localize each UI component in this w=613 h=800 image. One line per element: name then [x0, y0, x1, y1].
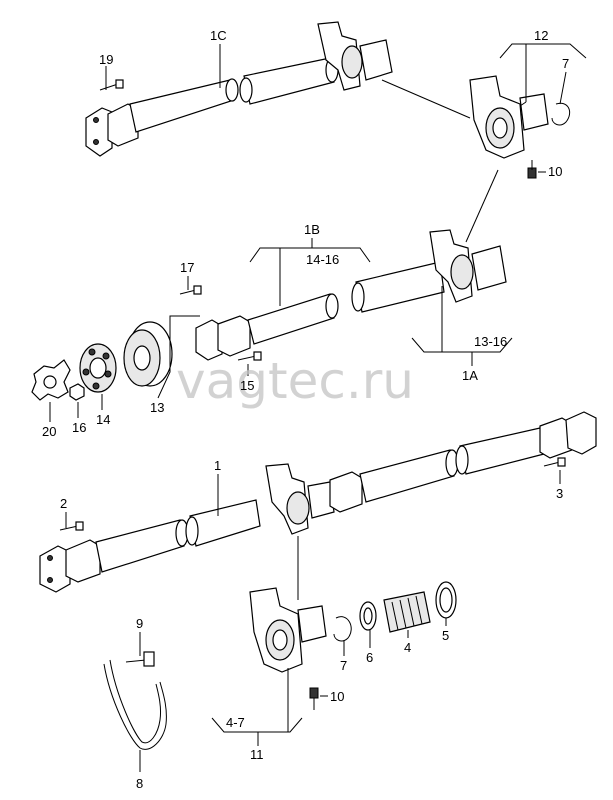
callout-13[interactable]: 13 — [150, 400, 164, 415]
callout-4-7[interactable]: 4-7 — [226, 715, 245, 730]
callout-9[interactable]: 9 — [136, 616, 143, 631]
callout-5[interactable]: 5 — [442, 628, 449, 643]
callout-12[interactable]: 12 — [534, 28, 548, 43]
callout-20[interactable]: 20 — [42, 424, 56, 439]
shaft-1[interactable] — [39, 411, 597, 593]
callout-1b[interactable]: 1B — [304, 222, 320, 237]
callout-17[interactable]: 17 — [180, 260, 194, 275]
nut-16[interactable] — [69, 383, 85, 401]
callout-1[interactable]: 1 — [214, 458, 221, 473]
callout-13-16[interactable]: 13-16 — [474, 334, 507, 349]
spider-20[interactable] — [31, 359, 71, 401]
callout-1c[interactable]: 1C — [210, 28, 227, 43]
bolt-17[interactable] — [179, 285, 202, 295]
center-bearing-12[interactable] — [469, 75, 549, 159]
callout-2[interactable]: 2 — [60, 496, 67, 511]
bolt-19[interactable] — [99, 79, 124, 91]
callout-4[interactable]: 4 — [404, 640, 411, 655]
clamp-5[interactable] — [435, 581, 457, 619]
boot-4[interactable] — [383, 591, 431, 633]
ring-6[interactable] — [359, 601, 377, 631]
bolt-3[interactable] — [543, 457, 566, 467]
flex-disc-14[interactable] — [79, 343, 117, 393]
callout-10-upper[interactable]: 10 — [548, 164, 562, 179]
leader-lines — [49, 43, 587, 772]
callout-10-lower[interactable]: 10 — [330, 689, 344, 704]
callout-8[interactable]: 8 — [136, 776, 143, 791]
callout-16[interactable]: 16 — [72, 420, 86, 435]
callout-1a[interactable]: 1A — [462, 368, 478, 383]
shaft-1c[interactable] — [85, 21, 393, 157]
callout-labels: 1C 19 12 7 10 1B 14-16 17 15 13-16 1A 20… — [42, 28, 569, 791]
bolt-10-lower[interactable] — [309, 687, 319, 710]
bolt-10-upper[interactable] — [527, 160, 537, 179]
center-bearing-11[interactable] — [249, 587, 327, 673]
strap-8[interactable] — [103, 659, 167, 750]
damper-13[interactable] — [123, 321, 173, 387]
bolt-15[interactable] — [237, 351, 262, 361]
callout-3[interactable]: 3 — [556, 486, 563, 501]
shaft-1b[interactable] — [195, 229, 507, 361]
circlip-7-lower[interactable] — [333, 616, 352, 642]
watermark-text: vagtec.ru — [176, 352, 414, 410]
callout-19[interactable]: 19 — [99, 52, 113, 67]
circlip-7-upper[interactable] — [551, 102, 571, 126]
callout-15[interactable]: 15 — [240, 378, 254, 393]
callout-6[interactable]: 6 — [366, 650, 373, 665]
callout-7-upper[interactable]: 7 — [562, 56, 569, 71]
callout-14-16[interactable]: 14-16 — [306, 252, 339, 267]
bolt-2[interactable] — [59, 521, 84, 531]
callout-7-lower[interactable]: 7 — [340, 658, 347, 673]
callout-11[interactable]: 11 — [250, 747, 264, 762]
callout-14[interactable]: 14 — [96, 412, 110, 427]
bolt-9[interactable] — [125, 651, 155, 667]
